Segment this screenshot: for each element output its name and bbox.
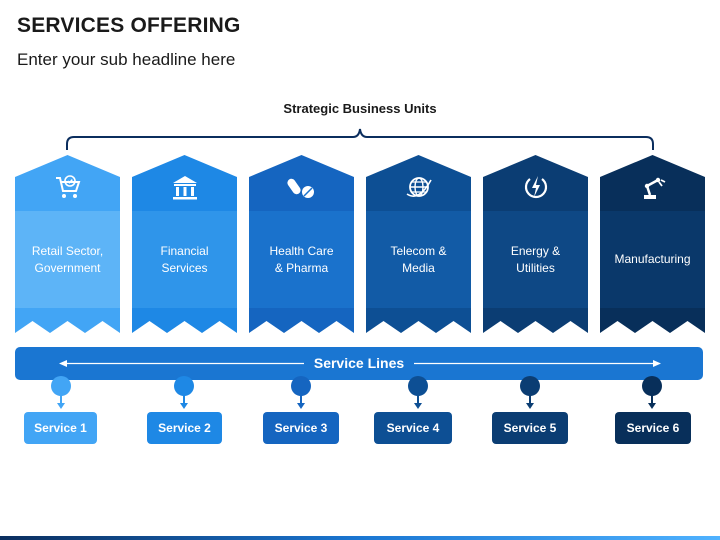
connector-node — [291, 376, 311, 396]
bank-icon — [132, 169, 237, 205]
connector-node — [408, 376, 428, 396]
service-box-5: Service 5 — [492, 412, 568, 444]
connector-stem — [529, 394, 531, 404]
shopping-cart-icon — [15, 169, 120, 205]
service-box-1: Service 1 — [24, 412, 97, 444]
globe-icon — [366, 169, 471, 205]
robot-arm-icon — [600, 169, 705, 205]
unit-shape — [366, 155, 471, 333]
connector-stem — [417, 394, 419, 404]
connector-node — [174, 376, 194, 396]
connector-stem — [183, 394, 185, 404]
unit-label: Telecom &Media — [390, 243, 447, 275]
unit-label: Retail Sector,Government — [31, 243, 104, 275]
unit-label: Health Care& Pharma — [269, 243, 334, 275]
service-lines-bar: Service Lines — [15, 347, 703, 380]
connector-stem — [651, 394, 653, 404]
service-box-2: Service 2 — [147, 412, 222, 444]
unit-shape — [15, 155, 120, 333]
down-arrow-icon — [297, 403, 305, 409]
unit-manufacturing: Manufacturing — [600, 155, 705, 333]
unit-label: Energy &Utilities — [510, 243, 561, 275]
page-title: SERVICES OFFERING — [17, 14, 241, 37]
down-arrow-icon — [526, 403, 534, 409]
strategic-units-label: Strategic Business Units — [283, 101, 437, 116]
connector-node — [520, 376, 540, 396]
page-subtitle: Enter your sub headline here — [17, 50, 236, 69]
pills-icon — [249, 169, 354, 205]
service-box-4: Service 4 — [374, 412, 452, 444]
down-arrow-icon — [414, 403, 422, 409]
down-arrow-icon — [180, 403, 188, 409]
unit-retail: Retail Sector,Government — [15, 155, 120, 333]
down-arrow-icon — [57, 403, 65, 409]
unit-telecom: Telecom &Media — [366, 155, 471, 333]
service-lines-label: Service Lines — [15, 347, 703, 380]
unit-label: Manufacturing — [614, 252, 691, 266]
connector-stem — [60, 394, 62, 404]
unit-shape — [249, 155, 354, 333]
energy-bolt-icon — [483, 169, 588, 205]
service-box-6: Service 6 — [615, 412, 691, 444]
unit-shape — [132, 155, 237, 333]
footer-accent-bar — [0, 536, 720, 540]
unit-shape — [483, 155, 588, 333]
connector-stem — [300, 394, 302, 404]
unit-healthcare: Health Care& Pharma — [249, 155, 354, 333]
service-box-3: Service 3 — [263, 412, 339, 444]
connector-node — [51, 376, 71, 396]
unit-shape — [600, 155, 705, 333]
connector-node — [642, 376, 662, 396]
unit-energy: Energy &Utilities — [483, 155, 588, 333]
down-arrow-icon — [648, 403, 656, 409]
grouping-brace — [66, 128, 654, 150]
